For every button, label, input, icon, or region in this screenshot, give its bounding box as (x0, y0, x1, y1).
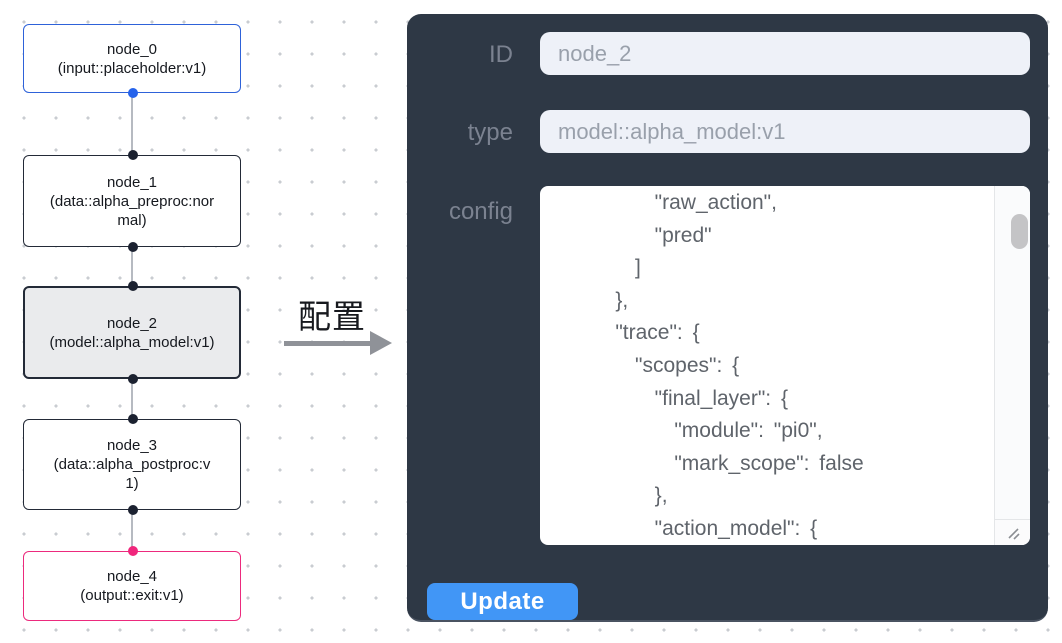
config-textarea[interactable]: "raw_action", "pred" ] }, "trace": { "sc… (540, 186, 1030, 545)
id-field-label: ID (489, 41, 513, 68)
port-out-node_0[interactable] (128, 88, 138, 98)
node-subtitle: (model::alpha_model:v1) (49, 333, 215, 351)
arrow-right-icon (370, 331, 392, 355)
node-subtitle: (data::alpha_preproc:normal) (49, 192, 215, 229)
port-in-node_1[interactable] (128, 150, 138, 160)
node-title: node_2 (106, 314, 158, 332)
node-title: node_1 (106, 173, 158, 191)
scrollbar-track[interactable] (994, 186, 1030, 519)
port-in-node_2[interactable] (128, 281, 138, 291)
port-out-node_2[interactable] (128, 374, 138, 384)
node-subtitle: (output::exit:v1) (80, 587, 184, 604)
port-in-node_3[interactable] (128, 414, 138, 424)
port-in-node_4[interactable] (128, 546, 138, 556)
id-input[interactable] (540, 32, 1030, 75)
type-input[interactable] (540, 110, 1030, 153)
scrollbar-thumb[interactable] (1011, 214, 1028, 249)
node-config-panel: ID type config "raw_action", "pred" ] },… (407, 14, 1048, 622)
flow-node-node_4[interactable]: node_4 (output::exit:v1) (23, 551, 241, 621)
config-field-label: config (448, 198, 513, 225)
flow-node-node_2[interactable]: node_2 (model::alpha_model:v1) (23, 286, 241, 379)
node-title: node_4 (106, 568, 158, 585)
resize-handle[interactable] (994, 519, 1030, 545)
type-field-label: type (467, 119, 513, 146)
arrow-right-icon (284, 341, 372, 346)
node-subtitle: (data::alpha_postproc:v1) (53, 456, 211, 492)
node-subtitle: (input::placeholder:v1) (57, 59, 207, 77)
node-title: node_0 (106, 40, 158, 58)
port-out-node_1[interactable] (128, 242, 138, 252)
resize-grip-icon (1008, 528, 1020, 540)
update-button[interactable]: Update (427, 583, 578, 620)
node-title: node_3 (106, 437, 158, 454)
flow-node-node_3[interactable]: node_3 (data::alpha_postproc:v1) (23, 419, 241, 510)
transition-label: 配置 (298, 298, 366, 335)
port-out-node_3[interactable] (128, 505, 138, 515)
flow-node-node_1[interactable]: node_1 (data::alpha_preproc:normal) (23, 155, 241, 247)
config-json-text: "raw_action", "pred" ] }, "trace": { "sc… (615, 191, 864, 540)
flow-node-node_0[interactable]: node_0 (input::placeholder:v1) (23, 24, 241, 93)
